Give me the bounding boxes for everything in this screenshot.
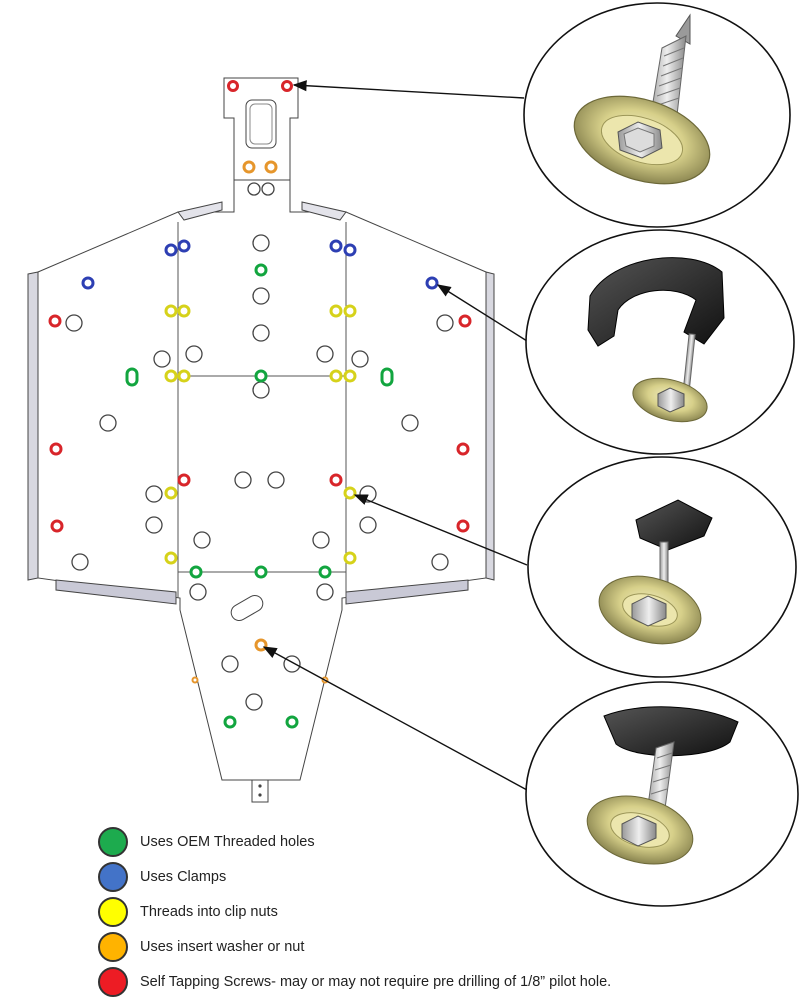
top-left-bevel [177, 201, 223, 221]
blue-circle-icon [98, 862, 128, 892]
yellow-circle-icon [98, 897, 128, 927]
legend-item-oem: Uses OEM Threaded holes [98, 825, 315, 859]
arrow-2 [436, 284, 528, 342]
callout-self-tapping-screw [523, 2, 791, 228]
legend-label: Uses OEM Threaded holes [140, 834, 315, 850]
bottom-tab [251, 779, 269, 803]
green-oem-threaded-holes [125, 263, 394, 729]
legend-item-self-tapping: Self Tapping Screws- may or may not requ… [98, 965, 611, 999]
plain-holes [65, 182, 454, 711]
arrow-3 [353, 494, 528, 566]
legend-label: Uses Clamps [140, 869, 227, 885]
callout-clip-nut [527, 456, 797, 678]
clip-nut-icon [598, 499, 713, 645]
bottom-left-lip [55, 579, 177, 605]
legend-item-insert: Uses insert washer or nut [98, 930, 304, 964]
arrow-1 [292, 80, 525, 99]
top-tab-slot [245, 99, 277, 149]
skid-plate [27, 77, 495, 803]
legend-label: Threads into clip nuts [140, 904, 278, 920]
yellow-clip-nut-holes [164, 304, 357, 565]
red-circle-icon [98, 967, 128, 997]
insert-nut-icon [586, 706, 739, 865]
right-side-rail [485, 271, 495, 581]
callout-clamp [525, 229, 795, 455]
blue-clamp-holes [81, 239, 439, 290]
top-right-bevel [301, 201, 347, 221]
self-tapping-screw-icon [573, 13, 711, 185]
oval-slot [230, 595, 264, 621]
arrow-4 [262, 646, 528, 791]
red-self-tapping-holes [48, 80, 472, 533]
callout-arrows [262, 80, 528, 791]
left-side-rail [27, 271, 39, 581]
bottom-right-lip [345, 579, 469, 605]
legend-item-clamps: Uses Clamps [98, 860, 226, 894]
green-circle-icon [98, 827, 128, 857]
legend-label: Uses insert washer or nut [140, 939, 305, 955]
callout-insert-nut [525, 681, 799, 907]
legend-label: Self Tapping Screws- may or may not requ… [140, 974, 612, 990]
legend-item-clip-nuts: Threads into clip nuts [98, 895, 278, 929]
clamp-icon [587, 257, 725, 423]
orange-circle-icon [98, 932, 128, 962]
